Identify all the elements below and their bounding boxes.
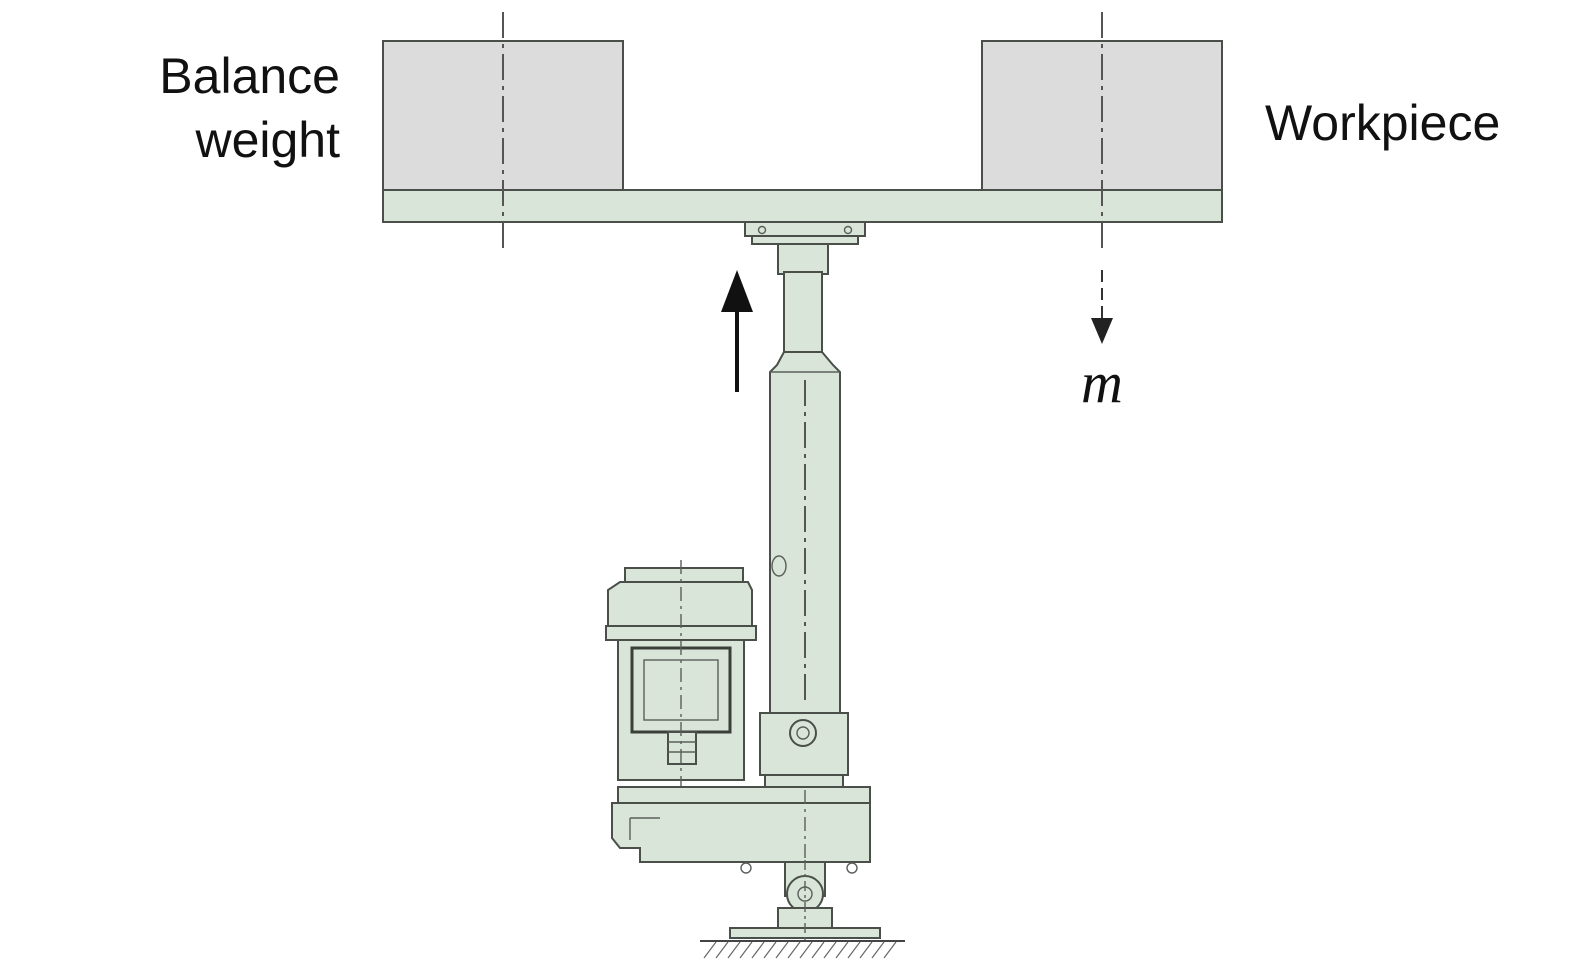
thrust-arrow — [721, 270, 753, 392]
load-arrow — [1091, 270, 1113, 344]
trunnion-block — [759, 712, 849, 790]
balance-weight-label-line2: weight — [194, 112, 340, 168]
mass-label: m — [1081, 350, 1123, 415]
piston-rod — [777, 243, 829, 275]
gear-housing — [611, 786, 871, 874]
ground-hatching — [700, 940, 905, 959]
piston-rod-lower — [783, 271, 823, 353]
motor — [605, 560, 757, 790]
balance-weight-label-line1: Balance — [159, 48, 340, 104]
workpiece-label: Workpiece — [1265, 95, 1500, 151]
rod-end-flange — [744, 221, 866, 245]
cylinder-body — [769, 351, 841, 716]
base-mount — [729, 860, 881, 940]
table-plate — [382, 189, 1223, 223]
